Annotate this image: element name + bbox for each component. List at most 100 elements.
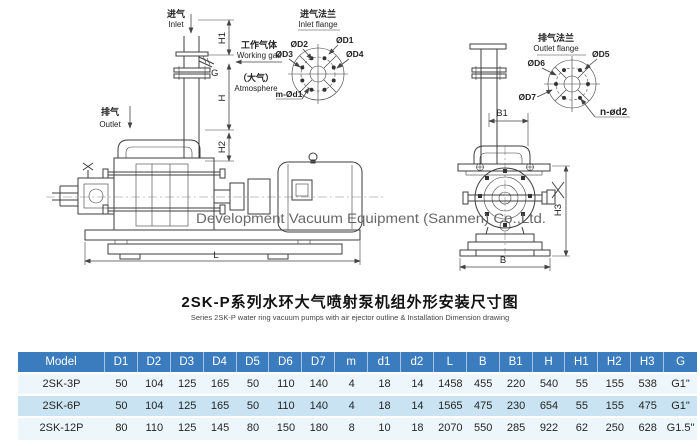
outlet-flange-detail: 排气法兰 Outlet flange ØD5 ØD6 ØD7 n-ød2	[519, 32, 630, 118]
table-cell: 540	[539, 378, 559, 390]
table-header-cell: G	[676, 356, 686, 368]
table-header-cell: H2	[598, 352, 632, 374]
table-cell: 125	[178, 400, 197, 412]
table-cell: 140	[309, 378, 328, 390]
table-cell: 55	[575, 378, 588, 390]
working-gas-label-en: Working gas	[237, 51, 281, 60]
inlet-flange-title-en: Inlet flange	[298, 20, 338, 29]
table-cell: 104	[145, 400, 164, 412]
table-header-cell: d1	[368, 352, 401, 374]
table-header-cell: H3	[631, 352, 665, 374]
table-header-cell: m	[335, 352, 369, 374]
table-row: 2SK-3P 50 104 125 165 50 110 140 4 18 14…	[18, 374, 697, 396]
inlet-flange-detail: 进气法兰 Inlet flange ØD1 ØD2 ØD3 ØD4 m-Ød1	[276, 8, 364, 104]
table-cell: 2SK-12P	[39, 422, 84, 434]
table-cell: 230	[506, 400, 526, 412]
table-header-cell: D3	[171, 352, 204, 374]
table-cell: 475	[474, 400, 493, 412]
table-header-row: Model D1 D2 D3 D4 D5 D6 D7 m d1 d2 L B B…	[18, 352, 697, 374]
dim-d1-label: ØD1	[336, 35, 354, 45]
technical-drawing: 进气 Inlet G H1 工作气体 Working gas （大气） Atmo…	[46, 8, 630, 271]
dim-d4-label: ØD4	[346, 49, 364, 59]
dim-h1-label: H1	[217, 32, 228, 44]
dim-l-label: L	[213, 250, 218, 261]
working-gas-label-zh: 工作气体	[241, 39, 278, 50]
table-cell: 62	[575, 422, 588, 434]
side-view-drawing: 进气 Inlet G H1 工作气体 Working gas （大气） Atmo…	[46, 8, 385, 265]
outlet-label-en: Outlet	[99, 120, 121, 129]
inlet-flange-title-zh: 进气法兰	[300, 8, 336, 19]
table-cell: 4	[348, 400, 355, 412]
atmosphere-label-en: Atmosphere	[234, 84, 278, 93]
outlet-label-zh: 排气	[101, 106, 119, 117]
table-header-cell: D1	[105, 352, 138, 374]
table-cell: 475	[638, 400, 657, 412]
table-cell: 8	[348, 422, 355, 434]
end-view-drawing: B1 H	[457, 43, 570, 271]
table-cell: 18	[378, 400, 391, 412]
dim-b-label: B	[500, 255, 506, 266]
watermark-text: Development Vacuum Equipment (Sanmen) Co…	[196, 211, 546, 226]
table-cell: 80	[246, 422, 260, 434]
table-cell: 18	[411, 422, 424, 434]
title-block: 2SK-P系列水环大气喷射泵机组外形安装尺寸图 Series 2SK-P wat…	[0, 291, 700, 322]
dim-d3-label: ØD3	[276, 49, 294, 59]
table-cell: 285	[506, 422, 526, 434]
table-cell: 1565	[438, 400, 463, 412]
table-cell: 922	[539, 422, 559, 434]
table-cell: 18	[378, 378, 391, 390]
table-cell: 110	[277, 400, 295, 412]
table-row: 2SK-6P 50 104 125 165 50 110 140 4 18 14…	[18, 396, 697, 418]
table-cell: 150	[276, 422, 296, 434]
table-header-cell: d2	[401, 352, 434, 374]
table-cell: 2SK-6P	[42, 400, 81, 412]
inlet-label-zh: 进气	[167, 8, 185, 19]
table-header-cell: D4	[204, 352, 237, 374]
table-cell: 180	[309, 422, 328, 434]
table-header-cell: D6	[269, 352, 303, 374]
table-row: 2SK-12P 80 110 125 145 80 150 180 8 10 1…	[18, 418, 697, 440]
table-cell: 628	[638, 422, 657, 434]
table-cell: 455	[474, 378, 493, 390]
inlet-label-en: Inlet	[168, 20, 184, 29]
table-header-cell: Model	[18, 352, 105, 374]
table-cell: 14	[411, 378, 424, 390]
table-header-cell: D2	[138, 352, 171, 374]
inlet-flange-holes-label: m-Ød1	[276, 89, 303, 99]
table-cell: 654	[539, 400, 559, 412]
outlet-flange-holes-label: n-ød2	[600, 107, 628, 118]
dim-h2-label: H2	[217, 141, 228, 153]
drawing-title-zh: 2SK-P系列水环大气喷射泵机组外形安装尺寸图	[181, 294, 519, 311]
table-cell: 2070	[438, 422, 463, 434]
dim-d6-label: ØD6	[528, 58, 546, 68]
table-cell: 10	[378, 422, 391, 434]
table-header-cell: L	[434, 352, 467, 374]
table-cell: 4	[348, 378, 355, 390]
dim-g-label: G	[211, 68, 218, 79]
dim-b1-label: B1	[496, 108, 508, 119]
table-cell: 538	[638, 378, 657, 390]
table-cell: 50	[115, 400, 128, 412]
table-cell: 110	[145, 422, 164, 434]
table-cell: G1"	[671, 400, 690, 412]
table-cell: 155	[605, 400, 624, 412]
table-cell: 550	[474, 422, 493, 434]
dim-d7-label: ØD7	[519, 92, 537, 102]
table-cell: 145	[210, 422, 230, 434]
table-cell: 80	[115, 422, 128, 434]
table-cell: 220	[506, 378, 526, 390]
outlet-flange-title-zh: 排气法兰	[538, 32, 574, 43]
table-cell: 165	[210, 378, 230, 390]
dimension-table: Model D1 D2 D3 D4 D5 D6 D7 m d1 d2 L B B…	[18, 352, 697, 440]
dim-d2-label: ØD2	[291, 39, 309, 49]
table-cell: 140	[309, 400, 328, 412]
table-cell: G1"	[671, 378, 690, 390]
dim-h-label: H	[217, 94, 228, 101]
table-header-cell: H1	[565, 352, 599, 374]
dim-h3-label: H3	[553, 204, 564, 216]
table-cell: 50	[246, 378, 260, 390]
table-cell: 125	[178, 378, 197, 390]
table-cell: 104	[145, 378, 164, 390]
table-cell: G1.5"	[666, 422, 695, 434]
